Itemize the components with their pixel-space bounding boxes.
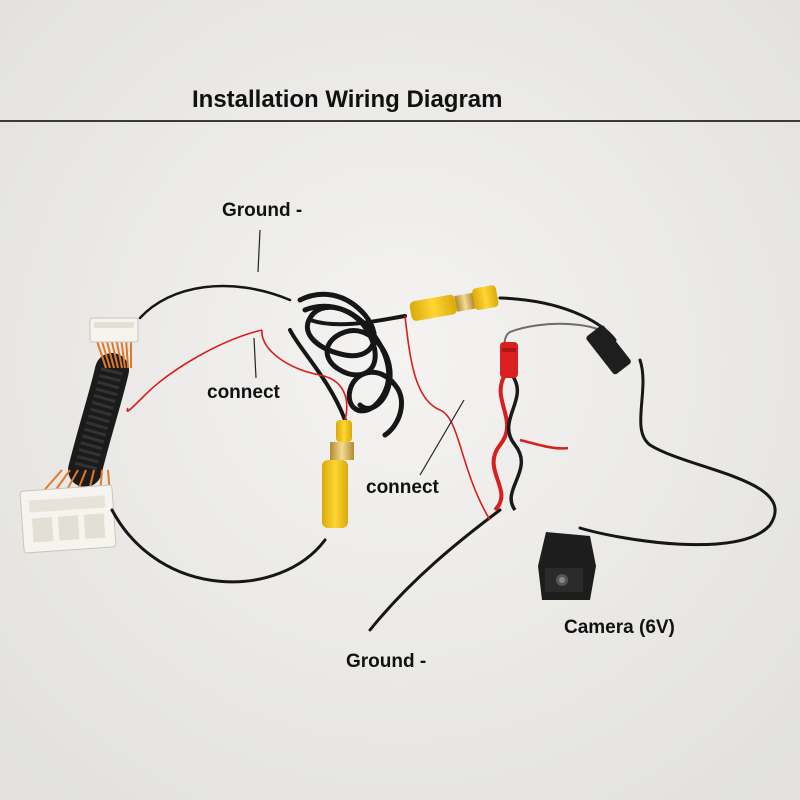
- label-pointers: [253, 229, 465, 476]
- ground-label-bottom: Ground -: [346, 651, 427, 672]
- harness-connector: [19, 317, 139, 554]
- diagram-title: Installation Wiring Diagram: [192, 86, 503, 113]
- camera-body: [538, 532, 596, 600]
- red-power-plug: [500, 342, 518, 378]
- connect-label-center: connect: [366, 477, 439, 498]
- rca-plug-bottom: [322, 420, 354, 528]
- red-wires: [126, 315, 569, 521]
- camera-label: Camera (6V): [564, 617, 675, 638]
- rca-plug-top: [409, 285, 499, 321]
- ground-label-top: Ground -: [222, 200, 303, 221]
- connect-label-left: connect: [207, 382, 280, 403]
- inline-connector: [586, 325, 631, 375]
- title-bar: Installation Wiring Diagram: [0, 86, 800, 122]
